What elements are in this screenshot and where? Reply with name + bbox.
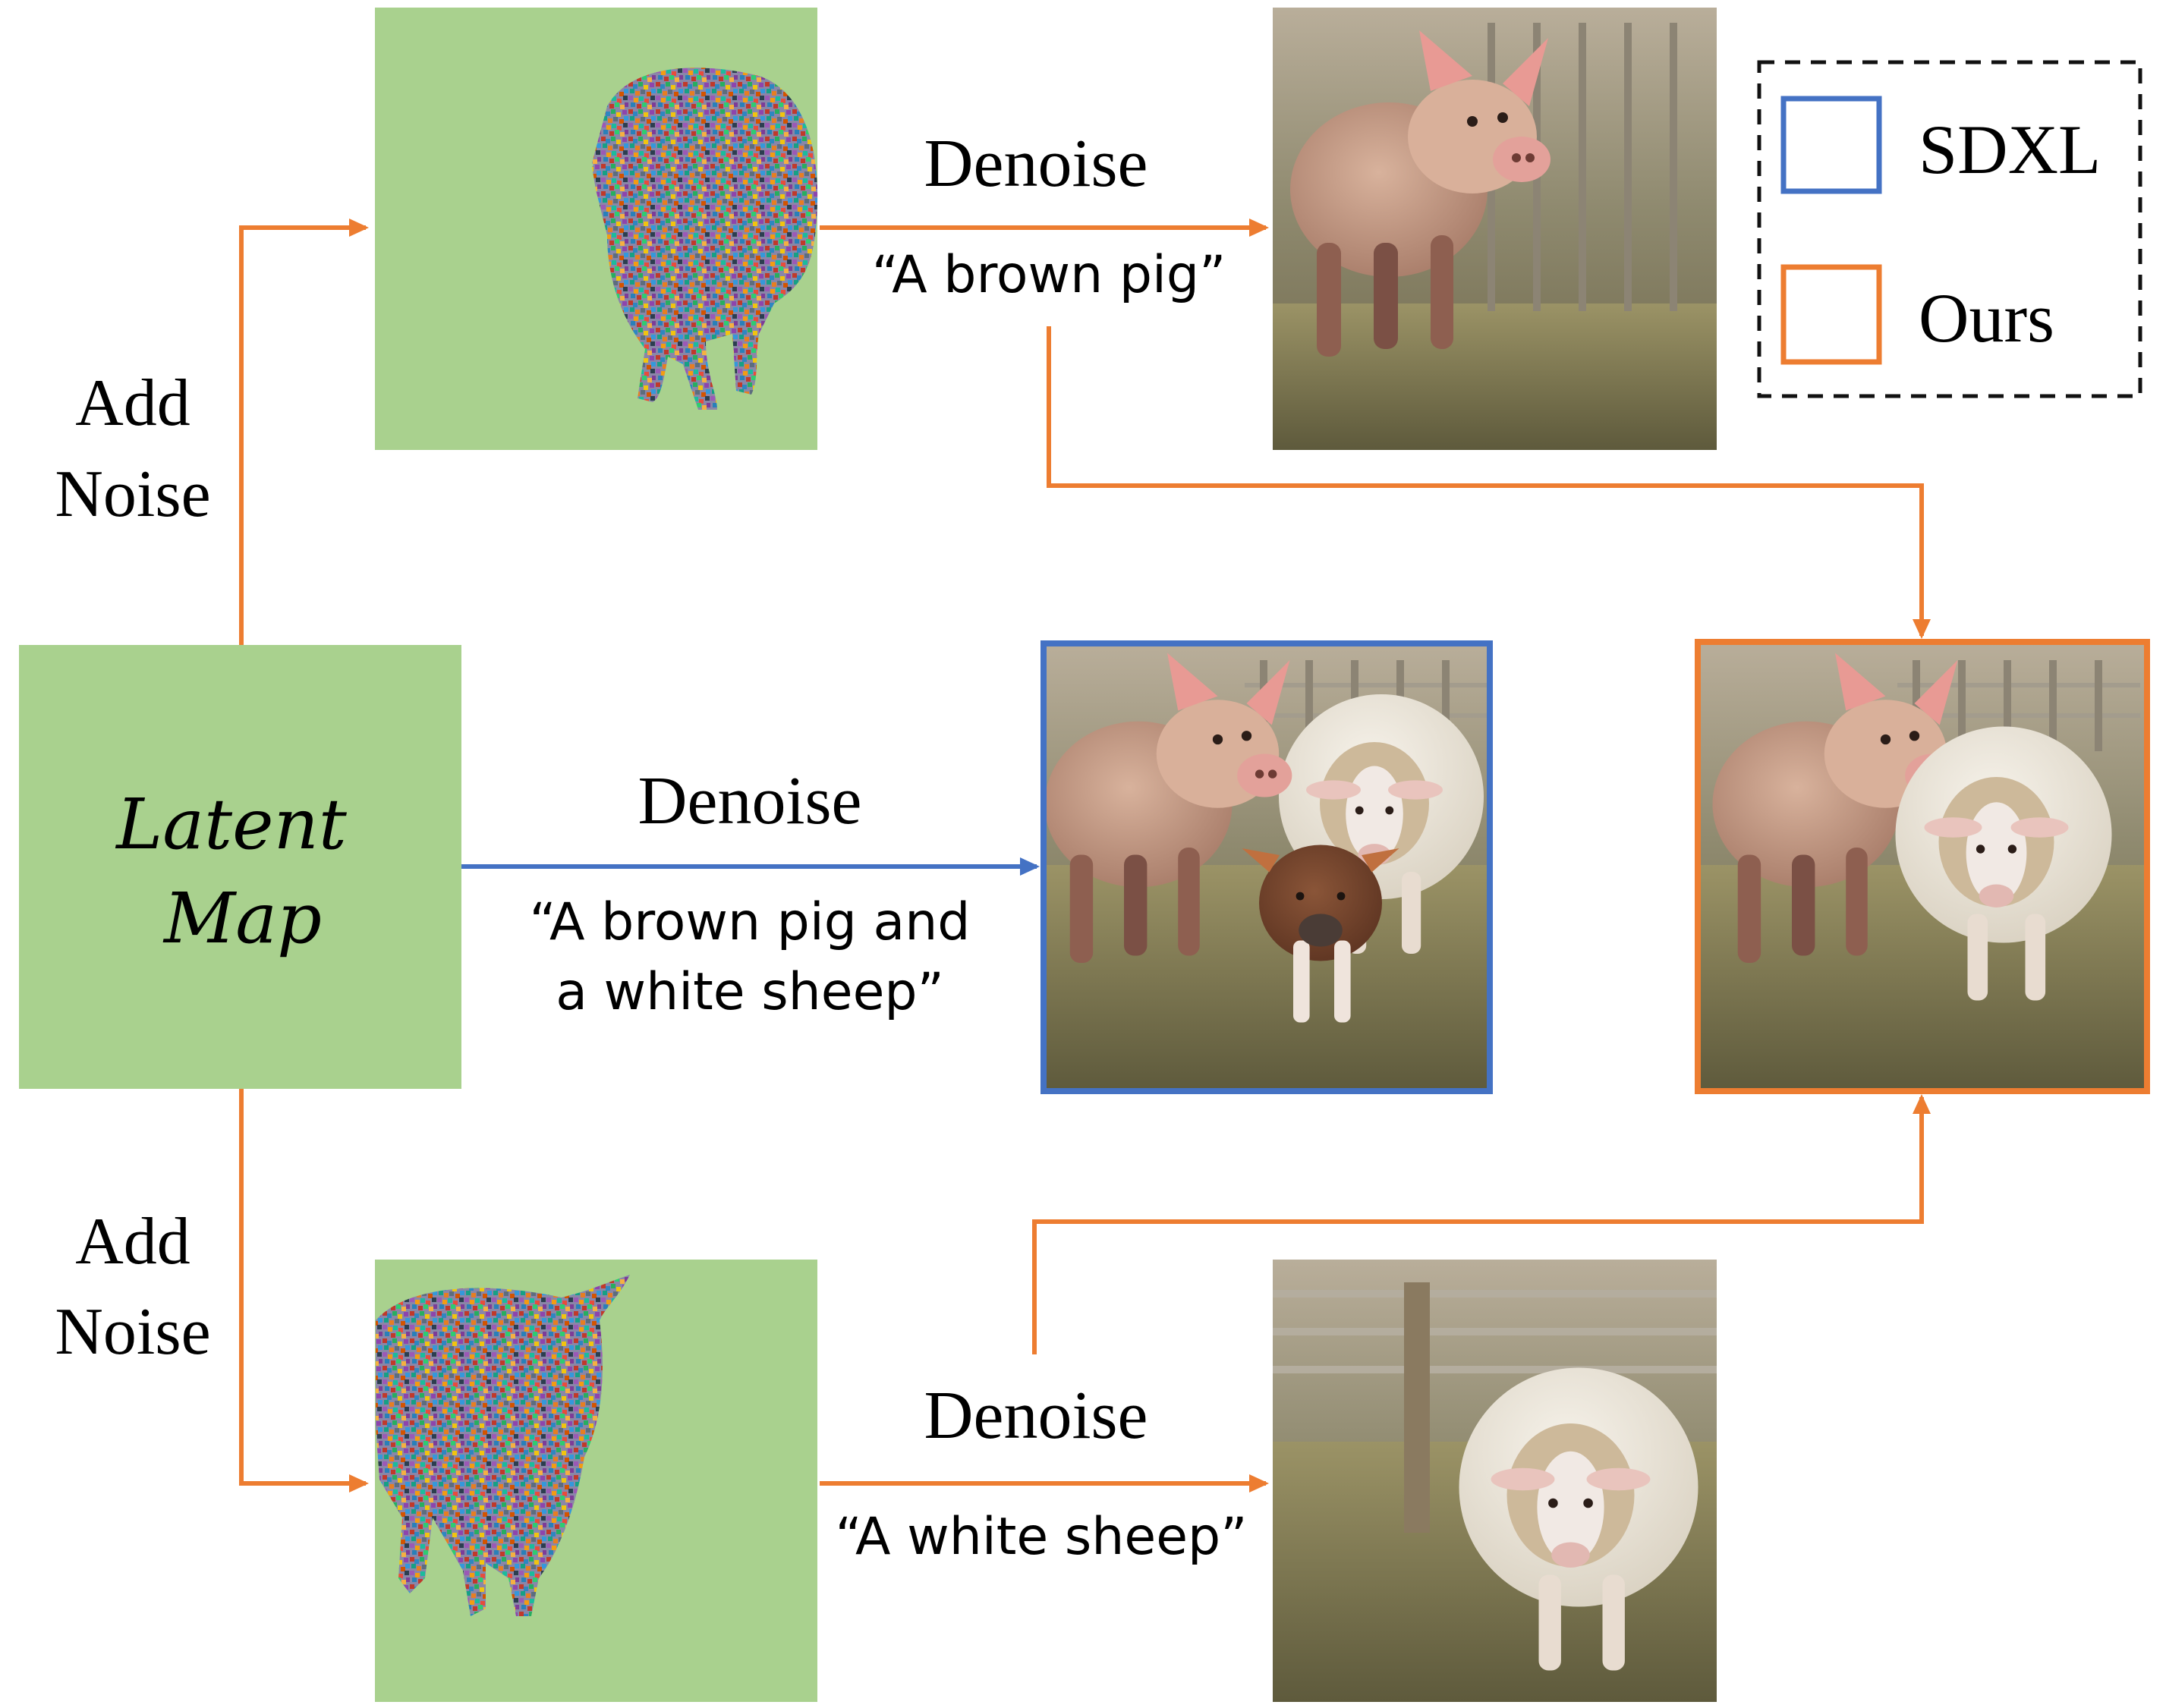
prompt-label-top: “A brown pig” — [872, 245, 1226, 305]
add-noise-label-top-line2: Noise — [55, 458, 210, 531]
denoise-label-bottom: Denoise — [924, 1378, 1148, 1453]
merge-arrow-bottom — [1032, 1094, 1931, 1354]
legend-swatch-sdxl — [1780, 96, 1882, 194]
denoise-label-middle: Denoise — [638, 763, 862, 838]
output-image-sdxl — [1040, 640, 1493, 1094]
add-noise-arrow-bottom — [239, 1089, 369, 1493]
legend-border — [1757, 60, 2142, 398]
noise-pig-silhouette — [592, 68, 818, 410]
denoise-label-top: Denoise — [924, 126, 1148, 201]
prompt-label-middle-line2: a white sheep” — [556, 962, 944, 1022]
latent-map-block — [19, 645, 461, 1089]
legend-label-sdxl: SDXL — [1919, 111, 2101, 188]
prompt-label-middle-line1: “A brown pig and — [530, 892, 971, 952]
output-image-brown-pig — [1273, 8, 1717, 450]
add-noise-label-bottom-line2: Noise — [55, 1295, 210, 1369]
noise-sheep-silhouette — [376, 1275, 630, 1616]
latent-map-label-line2: Map — [162, 878, 322, 959]
output-image-ours — [1695, 639, 2150, 1094]
legend-swatch-ours — [1780, 264, 1882, 365]
legend: SDXL Ours — [1757, 60, 2142, 398]
prompt-label-bottom: “A white sheep” — [836, 1507, 1248, 1567]
legend-label-ours: Ours — [1919, 279, 2054, 357]
add-noise-label-bottom-line1: Add — [75, 1205, 190, 1279]
add-noise-label-top-line1: Add — [75, 366, 190, 440]
merge-arrow-top — [1047, 326, 1931, 639]
output-image-white-sheep — [1273, 1260, 1717, 1702]
latent-map-label-line1: Latent — [115, 784, 348, 865]
add-noise-arrow-top — [239, 219, 369, 645]
